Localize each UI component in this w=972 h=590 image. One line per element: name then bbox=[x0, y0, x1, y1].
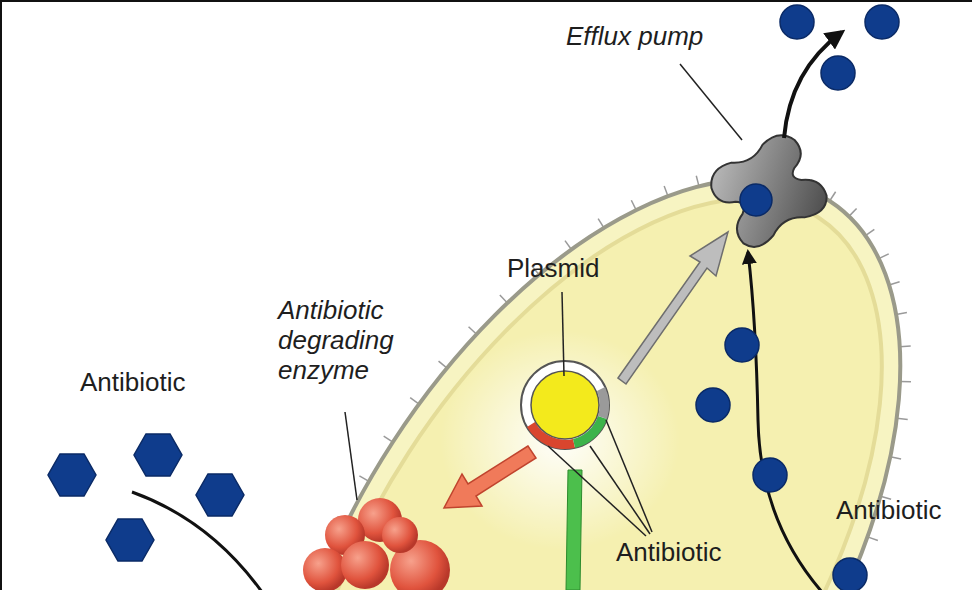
antibiotic-molecule bbox=[833, 558, 867, 590]
part-label: Efflux pump bbox=[566, 22, 756, 52]
leader-line bbox=[345, 412, 357, 500]
pump-body bbox=[704, 128, 832, 253]
plasmid-core bbox=[531, 371, 599, 439]
antibiotic-molecule bbox=[753, 458, 787, 492]
efflux-pump bbox=[704, 128, 832, 253]
leader-line bbox=[562, 292, 564, 376]
antibiotic-molecule bbox=[821, 56, 855, 90]
antibiotic-molecule bbox=[780, 5, 814, 39]
antibiotic-molecule bbox=[48, 454, 96, 496]
expression-arrow bbox=[444, 446, 536, 508]
part-label: Antibiotic degrading enzyme bbox=[278, 296, 428, 386]
degrading-enzyme bbox=[303, 498, 450, 590]
part-label: Plasmid bbox=[507, 254, 667, 284]
antibiotic-molecule bbox=[696, 388, 730, 422]
leader-line bbox=[606, 420, 652, 532]
cell-membrane bbox=[180, 100, 972, 590]
antibiotic-molecule bbox=[725, 328, 759, 362]
antibiotic-molecule bbox=[106, 519, 154, 561]
enzyme-blob bbox=[341, 541, 389, 589]
uptake-curve bbox=[748, 252, 822, 590]
molecule-label: Antibiotic bbox=[616, 538, 766, 568]
expression-arrow bbox=[566, 470, 582, 590]
molecule-label: Antibiotic bbox=[836, 496, 968, 526]
cell-wall bbox=[153, 73, 972, 590]
leader-line bbox=[548, 446, 646, 536]
expression-arrow bbox=[618, 232, 728, 384]
antibiotic-molecule bbox=[865, 5, 899, 39]
leader-line bbox=[680, 64, 742, 140]
antibiotic-molecule bbox=[134, 434, 182, 476]
molecule-label: Antibiotic bbox=[80, 368, 230, 398]
plasmid-glow bbox=[440, 330, 680, 550]
antibiotic-molecule bbox=[740, 184, 772, 216]
enzyme-blob bbox=[382, 517, 418, 553]
antibiotic-molecule bbox=[196, 474, 244, 516]
bacterial-cell bbox=[153, 73, 972, 590]
plasmid-ring bbox=[521, 361, 609, 449]
enzyme-blob bbox=[303, 548, 347, 590]
leader-line bbox=[590, 446, 650, 534]
antibiotic-molecules bbox=[48, 5, 899, 590]
plasmid bbox=[521, 361, 609, 449]
